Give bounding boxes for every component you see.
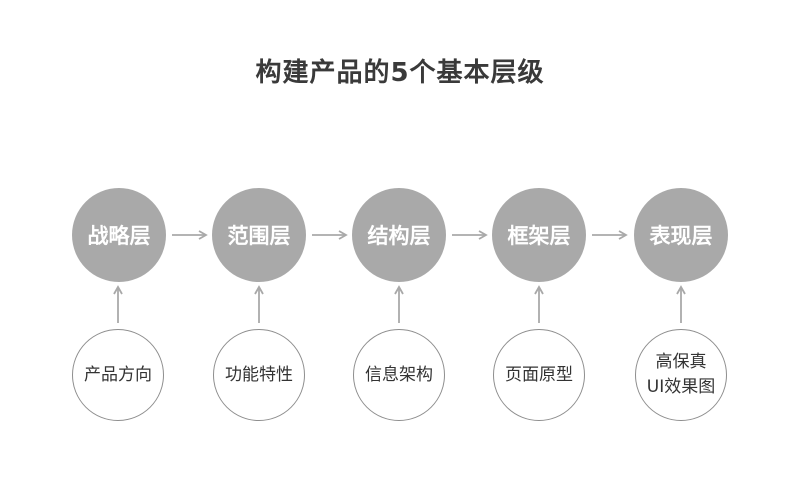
layer-strategy: 战略层 — [72, 188, 166, 282]
layer-scope: 范围层 — [212, 188, 306, 282]
output-feature-set: 功能特性 — [213, 329, 305, 421]
output-hifi-ui-design: 高保真 UI效果图 — [635, 329, 727, 421]
layer-skeleton: 框架层 — [492, 188, 586, 282]
layer-surface: 表现层 — [634, 188, 728, 282]
output-information-architecture: 信息架构 — [353, 329, 445, 421]
diagram-title: 构建产品的5个基本层级 — [255, 58, 545, 88]
output-product-direction: 产品方向 — [72, 329, 164, 421]
output-page-prototype: 页面原型 — [493, 329, 585, 421]
layer-structure: 结构层 — [352, 188, 446, 282]
